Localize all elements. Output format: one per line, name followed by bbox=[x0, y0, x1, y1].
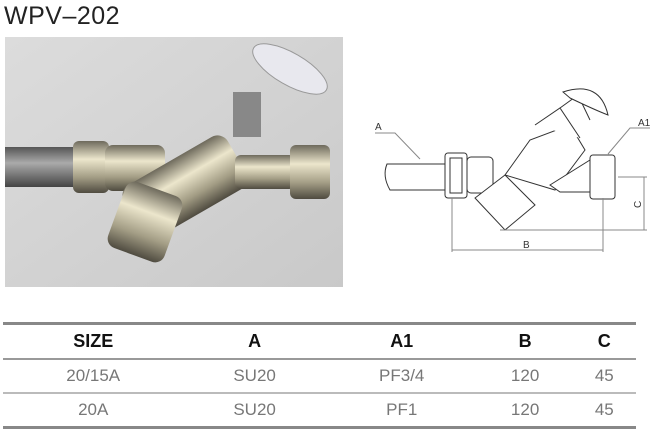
label-a1: A1 bbox=[638, 118, 651, 129]
cell-b: 120 bbox=[510, 366, 540, 385]
header-size: SIZE bbox=[73, 331, 114, 351]
label-b: B bbox=[523, 240, 530, 251]
header-a1: A1 bbox=[390, 331, 414, 351]
cell-c: 45 bbox=[594, 400, 614, 419]
cell-size: 20A bbox=[78, 400, 109, 419]
cell-a1: PF1 bbox=[386, 400, 418, 419]
table-row: 20/15A SU20 PF3/4 120 45 bbox=[3, 359, 636, 393]
header-b: B bbox=[518, 331, 532, 351]
cell-c: 45 bbox=[594, 366, 614, 385]
dimension-diagram: A A1 B C bbox=[375, 88, 651, 252]
valve-photo bbox=[5, 37, 343, 287]
table-row: 20A SU20 PF1 120 45 bbox=[3, 393, 636, 428]
cell-a: SU20 bbox=[233, 400, 276, 419]
spec-table: SIZE A A1 B C 20/15A SU20 PF3/4 120 45 2… bbox=[3, 322, 636, 429]
cell-size: 20/15A bbox=[66, 366, 121, 385]
label-c: C bbox=[633, 201, 644, 208]
label-a: A bbox=[375, 122, 382, 133]
cell-a1: PF3/4 bbox=[379, 366, 425, 385]
header-c: C bbox=[597, 331, 611, 351]
header-a: A bbox=[248, 331, 262, 351]
table-header-row: SIZE A A1 B C bbox=[3, 323, 636, 359]
product-title: WPV–202 bbox=[4, 2, 121, 30]
cell-b: 120 bbox=[510, 400, 540, 419]
cell-a: SU20 bbox=[233, 366, 276, 385]
